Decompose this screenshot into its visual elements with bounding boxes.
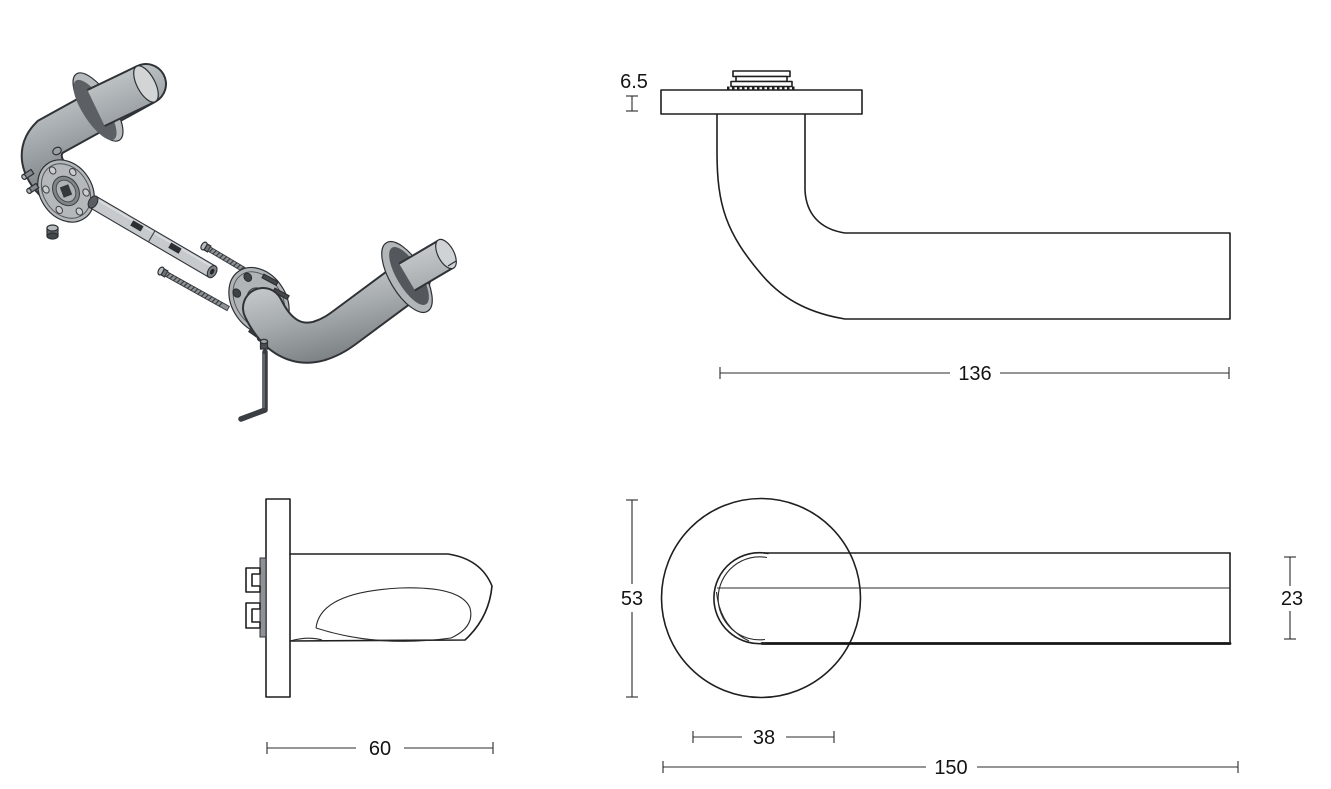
- dim-projection-label: 60: [369, 738, 391, 760]
- side-elevation-view: 6.5 136: [620, 70, 1231, 385]
- lever-plan-edge-wave: [289, 637, 323, 642]
- left-grip-end-cap: [133, 65, 159, 103]
- dim-lever-length-label: 136: [958, 363, 991, 385]
- spindle-socket-square: [59, 184, 73, 198]
- spring-cassette: [727, 70, 796, 90]
- front-view: 53 23 38 150: [621, 497, 1303, 779]
- dim-rose-thickness: 6.5: [620, 71, 648, 112]
- plan-view: 60: [245, 498, 494, 760]
- dim-boss-diameter: 38: [692, 727, 835, 749]
- backplate-strip: [259, 557, 267, 638]
- left-grip-cylinder: [86, 65, 159, 127]
- dim-rose-thickness-label: 6.5: [620, 71, 648, 93]
- grip-end-arc-outer: [713, 551, 769, 645]
- fixing-stud-lower: [245, 602, 261, 629]
- right-handle-lever: [242, 258, 431, 364]
- lever-plan-outline: [289, 553, 493, 642]
- fixing-stud-upper: [245, 567, 261, 593]
- dim-lever-length: 136: [719, 363, 1230, 385]
- right-grip-end-cap: [435, 238, 457, 270]
- dim-boss-diameter-label: 38: [753, 727, 775, 749]
- dim-rose-diameter-label: 53: [621, 588, 643, 610]
- rose-plan: [265, 498, 291, 698]
- lever-plan-underside: [315, 587, 472, 642]
- left-mounting-plate: [37, 159, 95, 223]
- exploded-isometric-view: [20, 63, 457, 422]
- grip-end-arc-inner: [717, 556, 768, 641]
- dim-overall-length: 150: [662, 757, 1239, 779]
- rose-side: [660, 89, 863, 115]
- rose-front: [660, 497, 862, 699]
- allen-key: [238, 349, 268, 422]
- spindle-bar: [87, 195, 218, 279]
- dim-overall-length-label: 150: [934, 757, 967, 779]
- dim-grip-height: 23: [1281, 556, 1303, 640]
- right-grip-end: [398, 238, 457, 292]
- dim-grip-height-label: 23: [1281, 588, 1303, 610]
- cap-nut: [46, 224, 59, 240]
- left-plate-fixing-pins: [21, 168, 40, 195]
- grub-screw: [259, 338, 269, 350]
- fixing-screw-lower: [157, 266, 230, 312]
- dim-rose-diameter: 53: [621, 499, 643, 698]
- dim-projection: 60: [266, 738, 494, 760]
- grip-end-chord: [715, 591, 750, 642]
- neck-catch-pin: [52, 146, 62, 156]
- lever-profile: [716, 113, 1231, 320]
